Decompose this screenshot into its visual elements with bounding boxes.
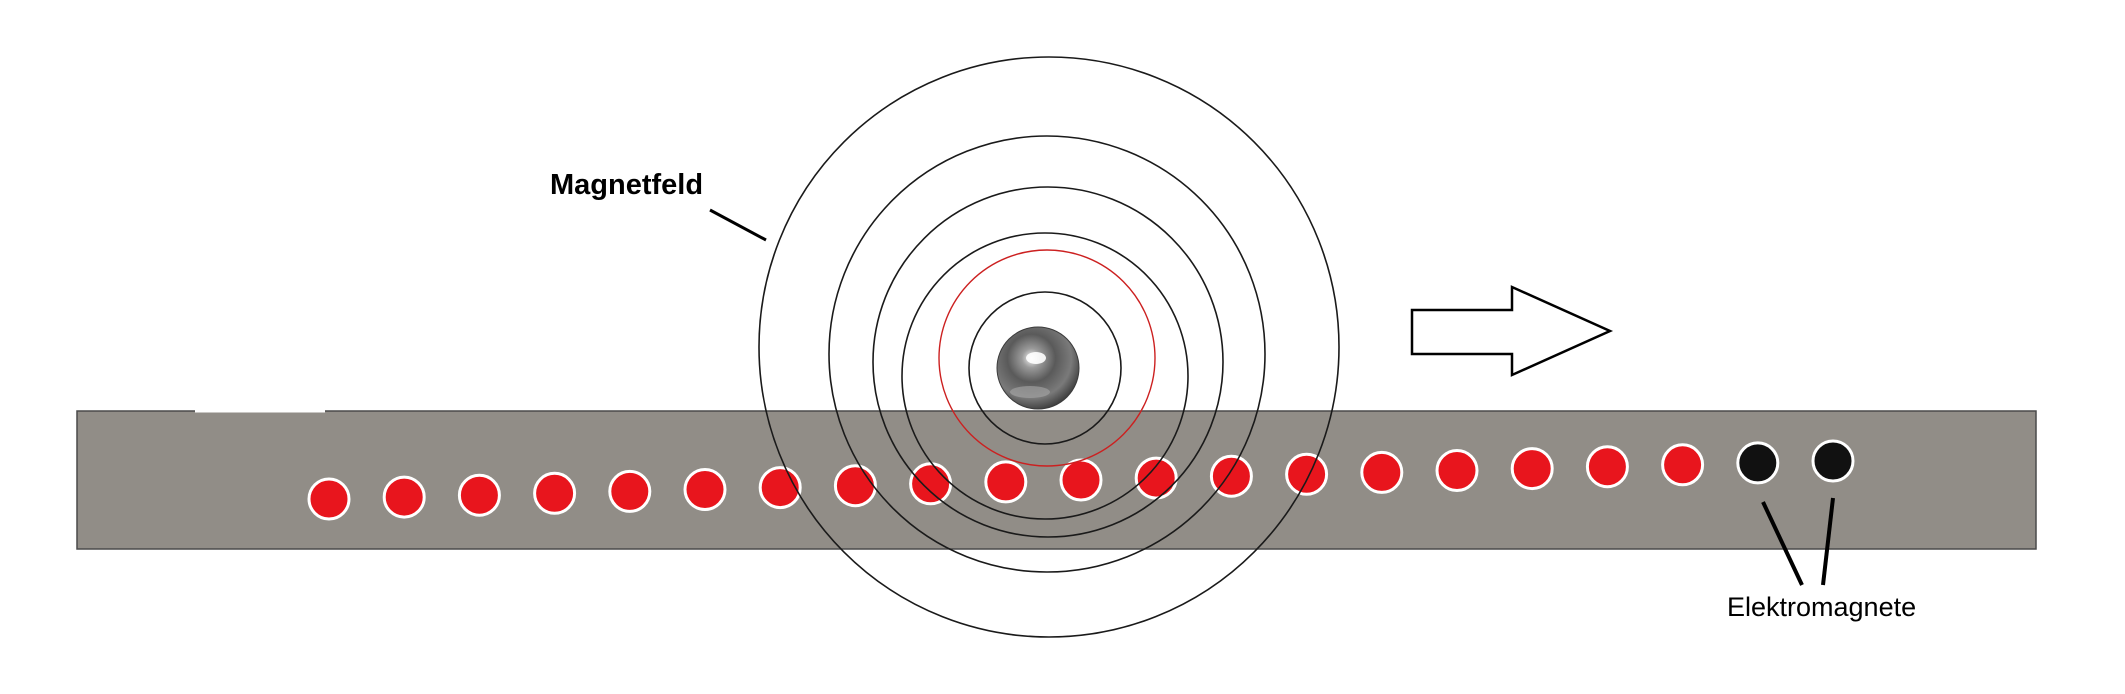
electromagnet-active	[1360, 450, 1404, 494]
electromagnet-active	[457, 473, 501, 517]
electromagnet-active	[1585, 445, 1629, 489]
track-rail	[76, 410, 2037, 550]
electromagnet-active	[683, 468, 727, 511]
field-ring	[968, 291, 1122, 445]
electromagnet-active	[1435, 449, 1479, 492]
electromagnet-active	[758, 466, 802, 510]
electromagnet-inactive	[1736, 441, 1780, 485]
arrow-right-icon	[1410, 285, 1614, 377]
electromagnet-active	[1059, 458, 1103, 502]
steel-ball-icon	[996, 326, 1080, 410]
electromagnet-leader-line-left	[1761, 501, 1804, 586]
field-ring	[758, 56, 1340, 638]
electromagnet-leader-line-right	[1821, 497, 1835, 586]
field-ring-highlight	[938, 249, 1156, 467]
electromagnet-active	[984, 460, 1028, 504]
electromagnet-active	[1285, 452, 1329, 496]
electromagnet-active	[533, 471, 577, 515]
electromagnet-active	[307, 477, 351, 521]
electromagnet-active	[1134, 456, 1178, 500]
electromagnet-active	[1510, 447, 1554, 491]
electromagnet-active	[909, 462, 953, 506]
field-leader-line	[709, 208, 767, 242]
electromagnet-active	[1661, 443, 1705, 487]
electromagnet-inactive	[1811, 439, 1855, 483]
electromagnets-label: Elektromagnete	[1727, 592, 1916, 622]
electromagnet-active	[1209, 454, 1253, 498]
electromagnet-active	[382, 475, 426, 519]
electromagnet-active	[608, 469, 652, 513]
electromagnet-active	[833, 464, 877, 508]
magnetic-field-rings	[758, 56, 1340, 638]
field-ring	[901, 232, 1189, 520]
field-label: Magnetfeld	[550, 169, 703, 201]
field-ring	[872, 186, 1224, 538]
field-ring	[828, 135, 1266, 573]
